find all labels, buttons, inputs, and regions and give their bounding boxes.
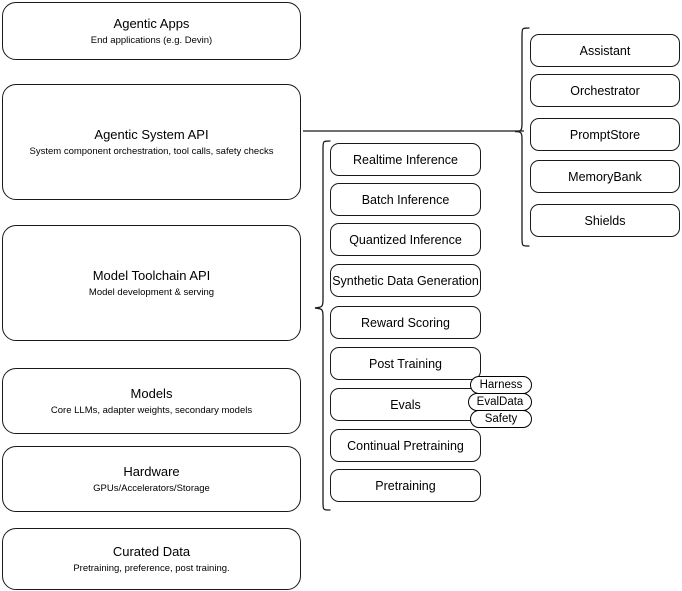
capability-quantized-inference[interactable]: Quantized Inference <box>330 223 481 256</box>
eval-badge-evaldata[interactable]: EvalData <box>468 393 532 411</box>
capability-label: Reward Scoring <box>361 315 450 330</box>
layer-subtitle: Core LLMs, adapter weights, secondary mo… <box>50 404 253 416</box>
layer-title: Model Toolchain API <box>92 267 211 283</box>
layer-title: Agentic System API <box>94 126 209 142</box>
system-component-orchestrator[interactable]: Orchestrator <box>530 74 680 107</box>
layer-model-toolchain-api[interactable]: Model Toolchain API Model development & … <box>2 225 301 341</box>
layer-title: Curated Data <box>112 543 191 559</box>
system-component-label: MemoryBank <box>568 169 642 184</box>
capability-label: Realtime Inference <box>353 152 458 167</box>
layer-agentic-system-api[interactable]: Agentic System API System component orch… <box>2 84 301 200</box>
capability-label: Pretraining <box>375 478 436 493</box>
capability-realtime-inference[interactable]: Realtime Inference <box>330 143 481 176</box>
layer-subtitle: Pretraining, preference, post training. <box>73 562 230 574</box>
capability-label: Batch Inference <box>361 192 450 207</box>
layer-subtitle: End applications (e.g. Devin) <box>90 34 213 46</box>
capability-label: Continual Pretraining <box>347 438 464 453</box>
layer-curated-data[interactable]: Curated Data Pretraining, preference, po… <box>2 528 301 590</box>
system-component-label: Orchestrator <box>570 83 640 98</box>
layer-hardware[interactable]: Hardware GPUs/Accelerators/Storage <box>2 446 301 512</box>
system-component-label: PromptStore <box>569 127 641 142</box>
layer-subtitle: GPUs/Accelerators/Storage <box>93 482 210 494</box>
connector-system-api-line <box>303 120 529 142</box>
system-component-assistant[interactable]: Assistant <box>530 34 680 67</box>
capability-reward-scoring[interactable]: Reward Scoring <box>330 306 481 339</box>
layer-title: Hardware <box>123 463 180 479</box>
capability-pretraining[interactable]: Pretraining <box>330 469 481 502</box>
layer-title: Agentic Apps <box>113 15 190 31</box>
capability-evals[interactable]: Evals <box>330 388 481 421</box>
eval-badge-label: Safety <box>484 413 518 425</box>
capability-label: Quantized Inference <box>349 232 462 247</box>
system-component-shields[interactable]: Shields <box>530 204 680 237</box>
capability-label: Synthetic Data Generation <box>332 273 479 288</box>
eval-badge-label: Harness <box>479 379 523 391</box>
system-component-label: Shields <box>584 213 626 228</box>
layer-agentic-apps[interactable]: Agentic Apps End applications (e.g. Devi… <box>2 2 301 60</box>
capability-batch-inference[interactable]: Batch Inference <box>330 183 481 216</box>
system-component-promptstore[interactable]: PromptStore <box>530 118 680 151</box>
eval-badge-harness[interactable]: Harness <box>470 376 532 394</box>
eval-badge-safety[interactable]: Safety <box>470 410 532 428</box>
layer-subtitle: System component orchestration, tool cal… <box>29 145 274 157</box>
capability-label: Post Training <box>369 356 442 371</box>
eval-badge-label: EvalData <box>476 396 524 408</box>
capability-continual-pretraining[interactable]: Continual Pretraining <box>330 429 481 462</box>
capability-post-training[interactable]: Post Training <box>330 347 481 380</box>
capability-label: Evals <box>390 397 421 412</box>
system-component-memorybank[interactable]: MemoryBank <box>530 160 680 193</box>
layer-title: Models <box>130 385 173 401</box>
system-component-label: Assistant <box>579 43 631 58</box>
layer-subtitle: Model development & serving <box>88 286 215 298</box>
layer-models[interactable]: Models Core LLMs, adapter weights, secon… <box>2 368 301 434</box>
capability-synthetic-data-generation[interactable]: Synthetic Data Generation <box>330 264 481 297</box>
